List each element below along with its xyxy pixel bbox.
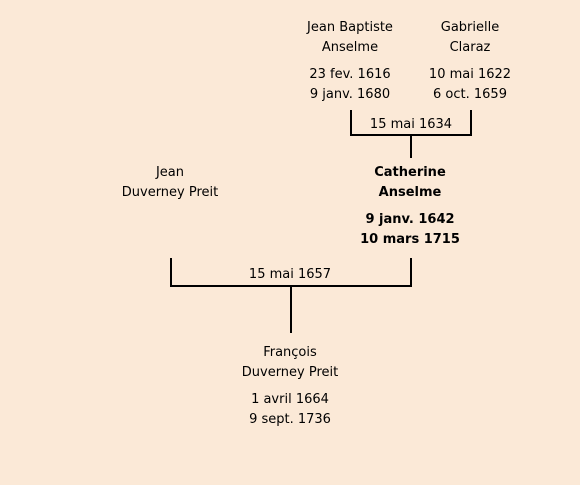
marriage-date-grandparents: 15 mai 1634 (369, 117, 453, 132)
person-jean-baptiste-anselme[interactable]: Jean Baptiste Anselme 23 fev. 1616 9 jan… (270, 18, 430, 105)
person-name-line2: Anselme (378, 185, 442, 200)
birth-date: 23 fev. 1616 (309, 67, 391, 82)
person-dates: 23 fev. 1616 9 janv. 1680 (270, 65, 430, 105)
person-name-line2: Duverney Preit (121, 185, 219, 200)
person-francois-duverney-preit[interactable]: François Duverney Preit 1 avril 1664 9 s… (210, 343, 370, 430)
connector-line (410, 258, 412, 287)
person-dates: 9 janv. 1642 10 mars 1715 (330, 210, 490, 250)
connector-line (170, 258, 172, 287)
birth-date: 1 avril 1664 (251, 392, 329, 407)
marriage-date-parents: 15 mai 1657 (248, 267, 332, 282)
person-name-line2: Anselme (321, 40, 379, 55)
person-gabrielle-claraz[interactable]: Gabrielle Claraz 10 mai 1622 6 oct. 1659 (390, 18, 550, 105)
person-name-line1: François (263, 345, 317, 360)
person-name-line1: Jean Baptiste (307, 20, 393, 35)
connector-line (470, 110, 472, 136)
birth-date: 10 mai 1622 (428, 67, 512, 82)
death-date: 6 oct. 1659 (433, 87, 507, 102)
death-date: 9 sept. 1736 (249, 412, 331, 427)
connector-line (350, 110, 352, 136)
person-jean-duverney-preit[interactable]: Jean Duverney Preit (90, 163, 250, 203)
person-name-line1: Catherine (374, 165, 446, 180)
death-date: 10 mars 1715 (360, 232, 460, 247)
descent-line (290, 285, 292, 333)
person-dates: 1 avril 1664 9 sept. 1736 (210, 390, 370, 430)
person-name-line1: Gabrielle (440, 20, 500, 35)
person-name-line2: Duverney Preit (241, 365, 339, 380)
descent-line (410, 134, 412, 158)
birth-date: 9 janv. 1642 (365, 212, 455, 227)
person-dates: 10 mai 1622 6 oct. 1659 (390, 65, 550, 105)
death-date: 9 janv. 1680 (309, 87, 391, 102)
person-name-line1: Jean (155, 165, 185, 180)
person-name-line2: Claraz (449, 40, 491, 55)
person-catherine-anselme[interactable]: Catherine Anselme 9 janv. 1642 10 mars 1… (330, 163, 490, 250)
